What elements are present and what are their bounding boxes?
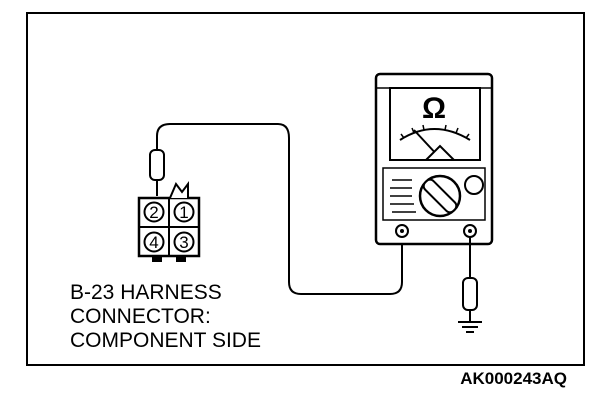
figure-frame (26, 12, 585, 366)
test-lead-wire (156, 123, 403, 295)
connector-probe (149, 149, 165, 196)
ohmmeter-icon (374, 72, 494, 246)
ohm-symbol: Ω (422, 92, 446, 125)
pin-2-label: 2 (149, 203, 158, 222)
connector-label-line-1: B-23 HARNESS (70, 281, 222, 304)
connector-label-line-3: COMPONENT SIDE (70, 329, 261, 352)
pin-1-label: 1 (179, 203, 188, 222)
pin-4-label: 4 (149, 233, 158, 252)
zero-adjust-knob (464, 175, 484, 195)
connector-label-line-2: CONNECTOR: (70, 305, 211, 328)
ground-icon (458, 321, 482, 333)
ground-probe (462, 277, 478, 322)
figure-code: AK000243AQ (460, 369, 567, 388)
harness-connector (137, 181, 201, 262)
pin-3-label: 3 (179, 233, 188, 252)
